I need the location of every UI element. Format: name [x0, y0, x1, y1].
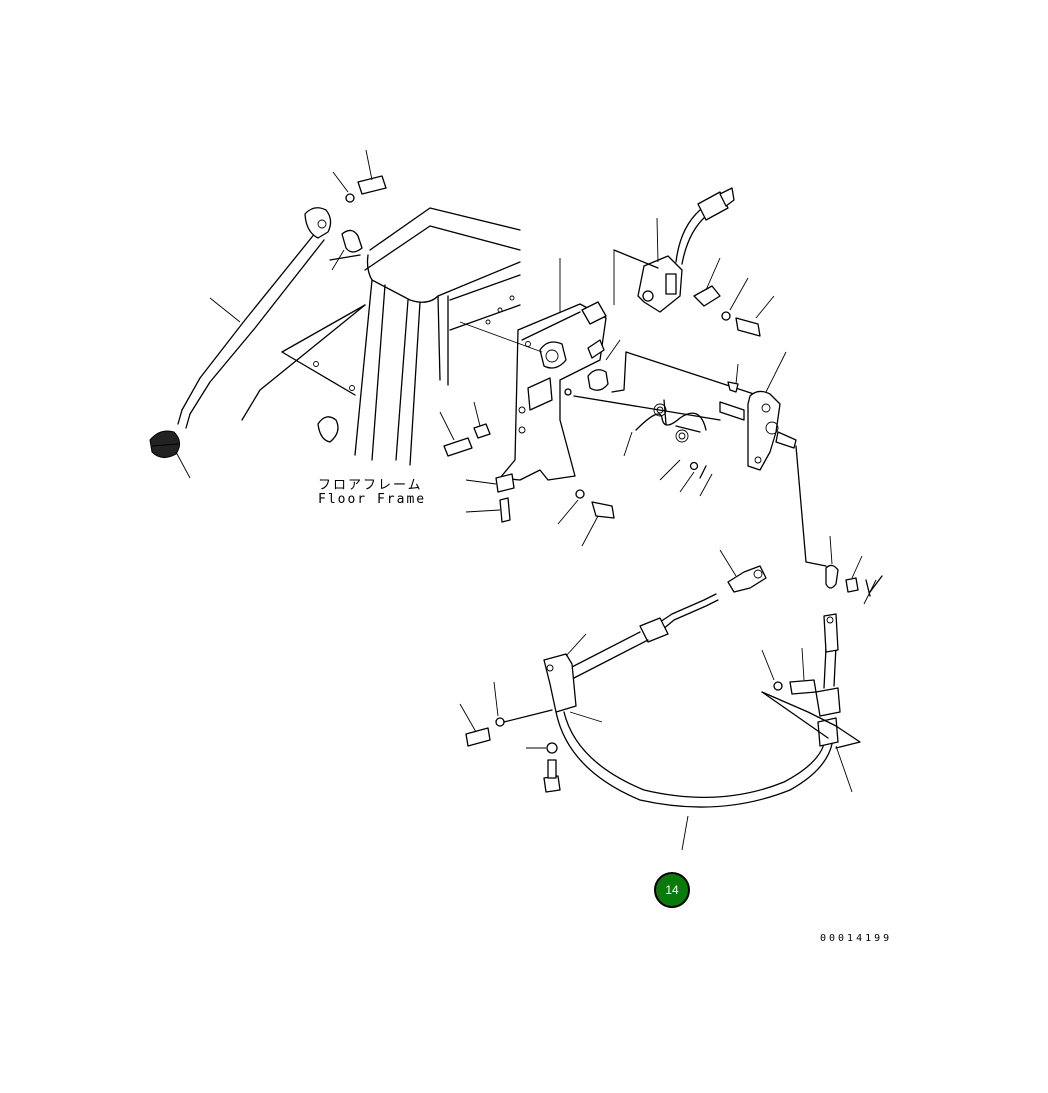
drawing-code: 00014199 — [820, 933, 893, 944]
bracket-bolts — [439, 401, 615, 547]
callout-badge[interactable]: 14 — [654, 872, 690, 908]
cable-bracket-bolts — [459, 647, 817, 793]
spring-lever-assembly — [573, 351, 797, 497]
position-sensor — [613, 187, 775, 337]
control-lever — [149, 207, 332, 479]
control-cable — [543, 593, 861, 851]
floor-frame-label-jp: フロアフレーム — [318, 478, 423, 493]
lever-bolt-group — [331, 149, 387, 271]
bracket-plate — [459, 250, 621, 481]
floor-frame — [241, 207, 521, 466]
linkage-rod — [795, 445, 883, 605]
cable-rod-end — [719, 549, 767, 593]
floor-frame-label-en: Floor Frame — [318, 492, 427, 507]
